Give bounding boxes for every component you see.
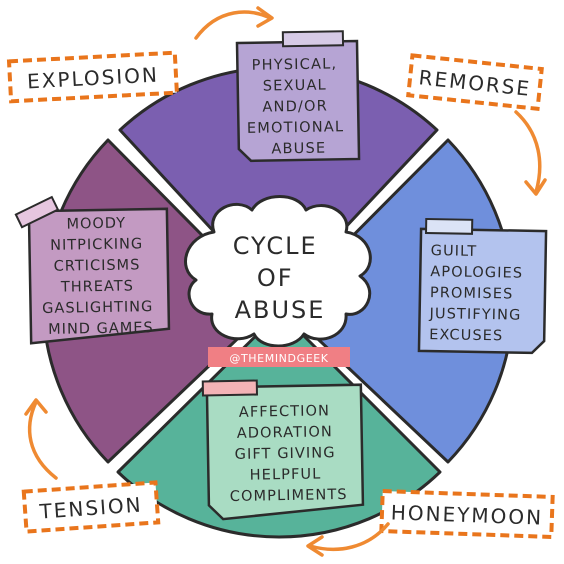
tension-note-line: MOODY (66, 216, 126, 233)
center-title-line: CYCLE (233, 232, 318, 260)
remorse-note-line: EXCUSES (429, 327, 503, 344)
explosion-label: EXPLOSION (6, 50, 179, 104)
honeymoon-label-text: HONEYMOON (390, 500, 543, 529)
svg-text:AFFECTION ADORATION: AFFECTION ADORATION GIFT GIVING HELPFUL … (228, 403, 348, 505)
explosion-note-line: PHYSICAL, (252, 56, 338, 73)
explosion-note-line: ABUSE (271, 141, 326, 158)
remorse-note-line: JUSTIFYING (428, 306, 521, 324)
arrow-explosion-to-remorse-icon (194, 6, 274, 40)
svg-text:PHYSICAL, SEXUAL A: PHYSICAL, SEXUAL AND/OR EMOTIONAL ABUSE (246, 56, 351, 158)
credit-tag: @THEMINDGEEK (208, 347, 350, 367)
tape (281, 30, 345, 48)
tension-note-line: CRTICISMS (54, 257, 141, 275)
arrow-remorse-to-honeymoon-icon (514, 110, 547, 196)
honeymoon-note-line: HELPFUL (250, 466, 322, 483)
credit-text: @THEMINDGEEK (229, 352, 328, 365)
tension-label: TENSION (21, 480, 161, 534)
explosion-note: PHYSICAL, SEXUAL AND/OR EMOTIONAL ABUSE (235, 30, 361, 163)
honeymoon-note-line: GIFT GIVING (235, 445, 336, 463)
explosion-note-line: AND/OR (262, 98, 328, 115)
cycle-arrows (24, 6, 547, 557)
remorse-label: REMORSE (406, 53, 544, 111)
remorse-note: GUILT APOLOGIES PROMISES JUSTIFYING EXCU… (417, 217, 548, 355)
tension-note-line: GASLIGHTING (42, 299, 153, 317)
explosion-note-line: SEXUAL (263, 77, 327, 94)
honeymoon-note-line: AFFECTION (239, 403, 330, 421)
center-title-line: ABUSE (235, 296, 326, 324)
svg-text:CYCLE OF ABUSE: CYCLE OF ABUSE (233, 232, 328, 324)
honeymoon-label: HONEYMOON (379, 488, 555, 540)
tape (14, 195, 60, 229)
svg-text:GUILT APOLOGIES PR: GUILT APOLOGIES PROMISES JUSTIFYING EXCU… (428, 243, 529, 345)
arrow-tension-to-explosion-icon (24, 398, 58, 480)
honeymoon-note-line: COMPLIMENTS (230, 487, 348, 505)
honeymoon-note: AFFECTION ADORATION GIFT GIVING HELPFUL … (201, 379, 365, 521)
remorse-note-line: GUILT (431, 243, 478, 260)
svg-text:MOODY NITPICKING C: MOODY NITPICKING CRTICISMS THREATS GASLI… (41, 215, 160, 338)
arrow-honeymoon-to-tension-icon (306, 522, 390, 557)
remorse-note-line: PROMISES (430, 285, 514, 302)
tape (201, 379, 259, 397)
tape (425, 217, 474, 235)
center-title-line: OF (257, 264, 294, 292)
tension-note-line: NITPICKING (50, 236, 143, 254)
tension-note-line: THREATS (60, 278, 134, 295)
tension-note: MOODY NITPICKING CRTICISMS THREATS GASLI… (14, 195, 171, 345)
explosion-note-line: EMOTIONAL (247, 119, 345, 137)
center-cloud: CYCLE OF ABUSE (184, 195, 372, 348)
tension-note-line: MIND GAMES (48, 320, 154, 338)
honeymoon-note-line: ADORATION (237, 424, 333, 442)
remorse-note-line: APOLOGIES (430, 264, 523, 282)
